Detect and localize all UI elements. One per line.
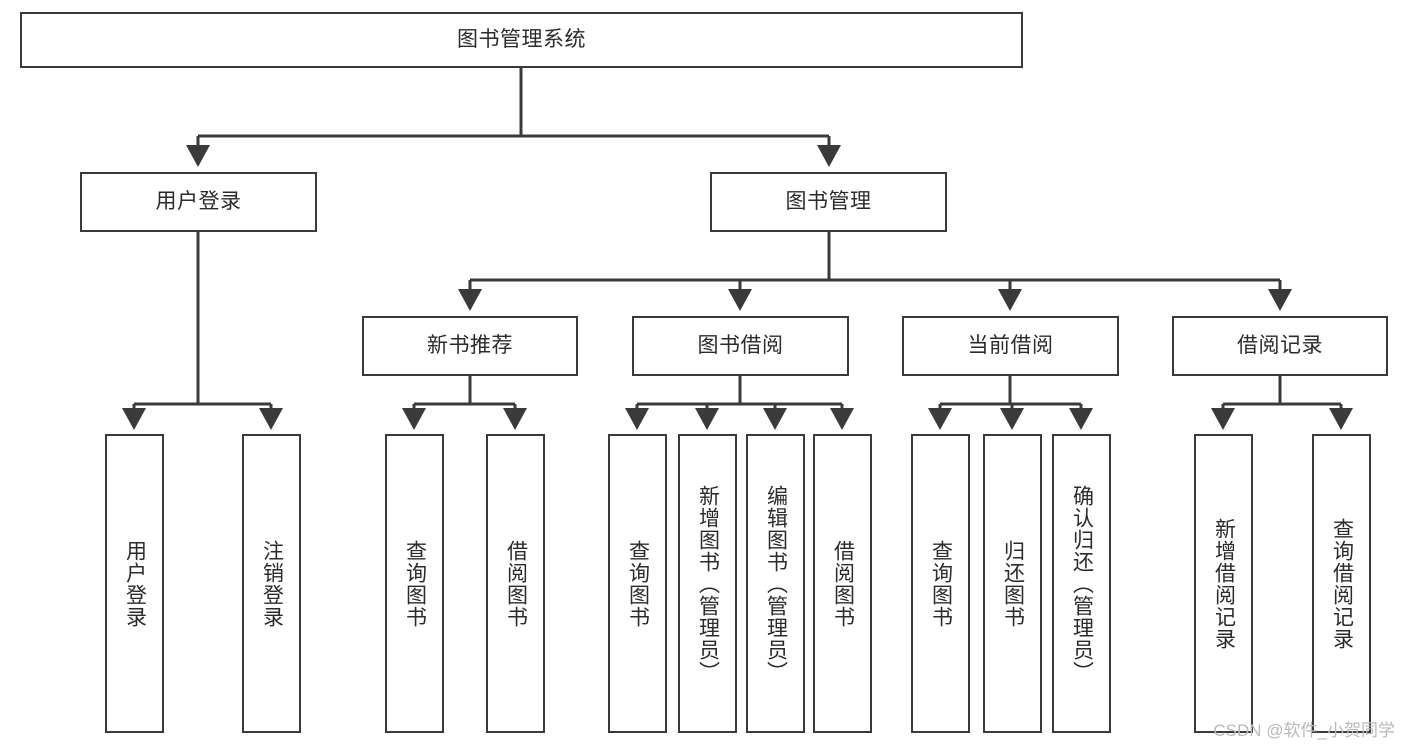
leaf-query-book-3-label: 查询图书 [929, 539, 953, 628]
node-book-borrow-label: 图书借阅 [697, 334, 784, 358]
node-user-login-label: 用户登录 [155, 190, 242, 214]
node-root-label: 图书管理系统 [457, 28, 586, 52]
node-current-borrow: 当前借阅 [902, 316, 1119, 376]
leaf-query-book-1-label: 查询图书 [403, 539, 427, 628]
leaf-confirm-return: 确认归还（管理员） [1052, 434, 1111, 733]
node-current-borrow-label: 当前借阅 [967, 334, 1054, 358]
leaf-query-record: 查询借阅记录 [1312, 434, 1371, 733]
node-borrow-record-label: 借阅记录 [1237, 334, 1323, 358]
leaf-borrow-book-2-label: 借阅图书 [831, 539, 855, 628]
leaf-add-record-label: 新增借阅记录 [1212, 517, 1236, 650]
node-book-borrow: 图书借阅 [632, 316, 849, 376]
leaf-return-book: 归还图书 [983, 434, 1042, 733]
leaf-add-book-label: 新增图书（管理员） [696, 484, 720, 683]
node-borrow-record: 借阅记录 [1172, 316, 1388, 376]
leaf-query-book-1: 查询图书 [385, 434, 444, 733]
leaf-query-record-label: 查询借阅记录 [1330, 517, 1354, 650]
leaf-add-book: 新增图书（管理员） [678, 434, 737, 733]
leaf-logout: 注销登录 [242, 434, 301, 733]
node-book-management-label: 图书管理 [785, 190, 872, 214]
leaf-query-book-2-label: 查询图书 [626, 539, 650, 628]
leaf-add-record: 新增借阅记录 [1194, 434, 1253, 733]
node-new-book-recommend: 新书推荐 [362, 316, 578, 376]
leaf-user-login: 用户登录 [105, 434, 164, 733]
leaf-confirm-return-label: 确认归还（管理员） [1070, 484, 1094, 683]
node-book-management: 图书管理 [710, 172, 947, 232]
leaf-query-book-2: 查询图书 [608, 434, 667, 733]
leaf-return-book-label: 归还图书 [1001, 539, 1025, 628]
node-root: 图书管理系统 [20, 12, 1023, 68]
leaf-user-login-label: 用户登录 [123, 539, 147, 628]
leaf-edit-book: 编辑图书（管理员） [746, 434, 805, 733]
leaf-query-book-3: 查询图书 [911, 434, 970, 733]
node-user-login: 用户登录 [80, 172, 317, 232]
leaf-borrow-book-1: 借阅图书 [486, 434, 545, 733]
leaf-edit-book-label: 编辑图书（管理员） [764, 484, 788, 683]
leaf-borrow-book-2: 借阅图书 [813, 434, 872, 733]
leaf-logout-label: 注销登录 [260, 539, 284, 628]
leaf-borrow-book-1-label: 借阅图书 [504, 539, 528, 628]
node-new-book-recommend-label: 新书推荐 [427, 334, 513, 358]
